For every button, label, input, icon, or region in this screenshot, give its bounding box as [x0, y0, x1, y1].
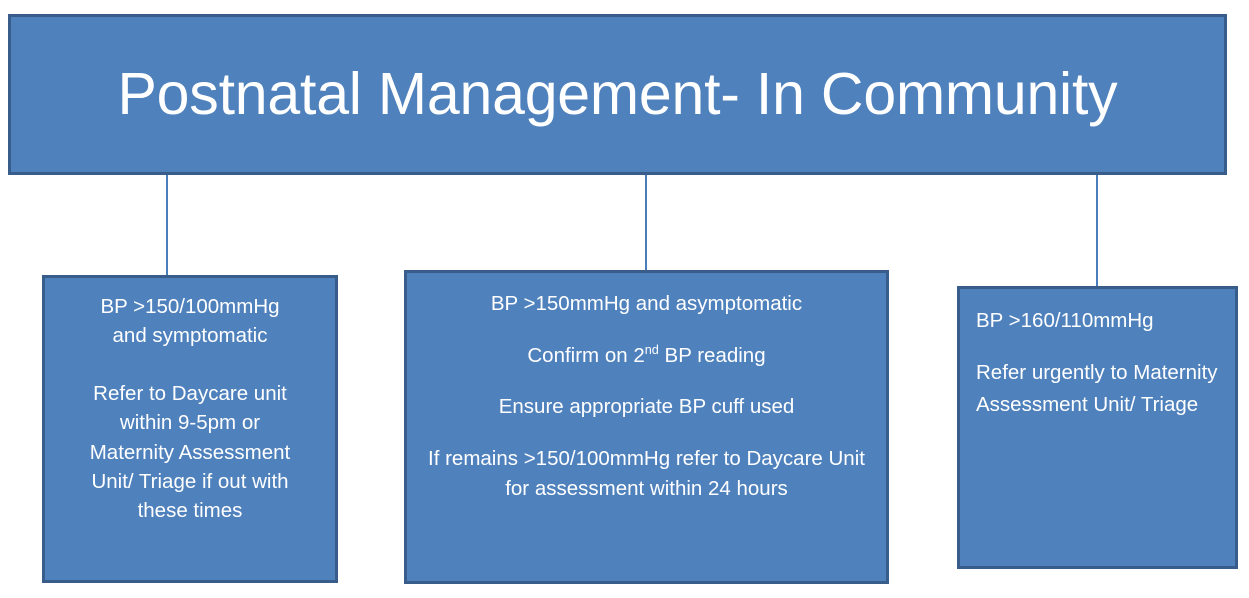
node-middle-gap-3 [417, 422, 876, 444]
node-middle-paragraph-3: Ensure appropriate BP cuff used [498, 395, 795, 419]
node-middle-gap-1 [417, 319, 876, 341]
node-middle-ordinal-suffix: nd [644, 341, 659, 357]
connector-line-middle [645, 175, 647, 270]
connector-line-left [166, 175, 168, 275]
node-middle-paragraph-4: If remains >150/100mmHg refer to Daycare… [428, 447, 865, 500]
node-left-line-8: these times [137, 498, 243, 522]
node-left-line-7: Unit/ Triage if out with [91, 469, 289, 493]
node-box-left: BP >150/100mmHg and symptomatic Refer to… [42, 275, 338, 583]
node-right-paragraph-2: Refer urgently to Maternity Assessment U… [976, 360, 1218, 416]
header-banner-box: Postnatal Management- In Community [8, 14, 1227, 175]
node-middle-paragraph-2-text-before: Confirm on 2 [527, 343, 645, 367]
node-middle-paragraph-1: BP >150mmHg and asymptomatic [490, 292, 803, 315]
node-left-line-1: BP >150/100mmHg [100, 295, 280, 318]
node-left-line-2: and symptomatic [112, 324, 268, 348]
node-left-blank-line [53, 350, 327, 379]
node-middle-gap-2 [417, 370, 876, 392]
node-right-paragraph-1: BP >160/110mmHg [976, 309, 1154, 332]
node-left-line-6: Maternity Assessment [89, 440, 291, 464]
node-right-gap-1 [976, 337, 1221, 357]
node-middle-paragraph-2-text-after: BP reading [658, 343, 766, 367]
node-box-middle: BP >150mmHg and asymptomatic Confirm on … [404, 270, 889, 584]
node-middle-paragraph-2: Confirm on 2nd BP reading [417, 341, 876, 371]
node-box-right: BP >160/110mmHg Refer urgently to Matern… [957, 286, 1238, 569]
node-left-line-5: within 9-5pm or [119, 411, 261, 435]
node-left-line-4: Refer to Daycare unit [93, 382, 287, 406]
connector-line-right [1096, 175, 1098, 286]
page-title: Postnatal Management- In Community [117, 60, 1118, 127]
